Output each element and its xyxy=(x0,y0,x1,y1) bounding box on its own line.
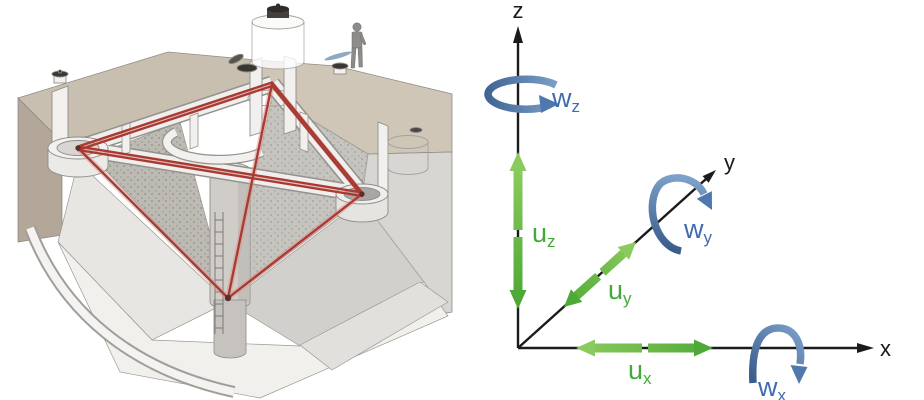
vault-right xyxy=(331,62,429,223)
central-shaft xyxy=(209,162,251,359)
wx-rotation-arrow xyxy=(749,324,808,384)
vault-left xyxy=(47,69,109,178)
storage-tank xyxy=(251,3,305,70)
person-figure xyxy=(324,22,367,69)
corner-vaults xyxy=(47,53,429,223)
uy-label: uy xyxy=(608,275,632,308)
y-axis-label: y xyxy=(724,150,735,175)
ux-arrow xyxy=(576,339,713,357)
wy-label: wy xyxy=(683,214,713,247)
ladder xyxy=(214,212,224,334)
uz-label: uz xyxy=(532,218,556,251)
ux-label: ux xyxy=(628,355,652,388)
wz-rotation-arrow xyxy=(484,75,559,113)
uy-arrow xyxy=(564,242,636,307)
retaining-wall xyxy=(24,225,236,398)
z-axis-label: z xyxy=(513,0,524,23)
wx-label: wx xyxy=(757,372,787,400)
uz-arrow xyxy=(509,152,527,309)
wy-rotation-arrow xyxy=(648,174,712,255)
axes-diagram-panel: z y x wz wy wx uz uy ux xyxy=(462,0,924,400)
rotation-arrows xyxy=(484,75,808,384)
wz-label: wz xyxy=(551,83,580,116)
laser-beams xyxy=(75,81,365,302)
ring-laser-illustration xyxy=(17,3,453,399)
translation-arrows xyxy=(509,152,713,357)
six-component-motion-diagram: z y x wz wy wx uz uy ux xyxy=(484,0,891,400)
x-axis-label: x xyxy=(880,336,891,361)
vault-top xyxy=(228,53,297,137)
surface-equipment xyxy=(251,3,305,70)
illustration-panel xyxy=(17,3,453,399)
